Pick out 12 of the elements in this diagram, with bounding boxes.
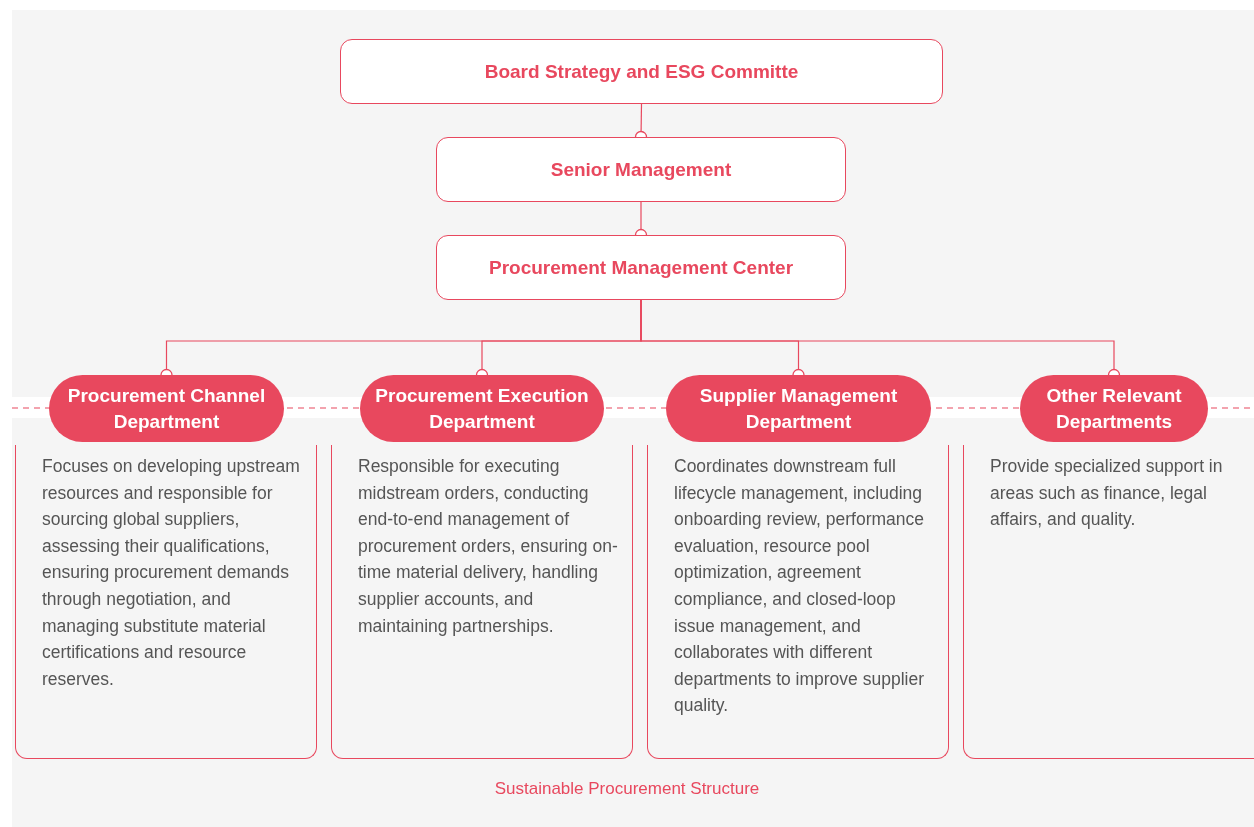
org-box: Procurement Management Center	[436, 235, 846, 300]
description-panel: Provide specialized support in areas such as finance, legal affairs, and quality.	[963, 445, 1254, 759]
description-panel: Coordinates downstream full lifecycle management, including onboarding review, performance evaluation, resource pool optimization, agreement compliance, and closed-loop issue management, and collaborates with different departments to improve supplier quality.	[647, 445, 949, 759]
department-pill: Other Relevant Departments	[1020, 375, 1208, 442]
description-panel: Focuses on developing upstream resources and responsible for sourcing global suppliers, assessing their qualifications, ensuring procurement demands through negotiation, and managing substitute material certifications and resource reserves.	[15, 445, 317, 759]
department-pill: Procurement Channel Department	[49, 375, 284, 442]
department-pill: Procurement Execution Department	[360, 375, 604, 442]
org-box: Senior Management	[436, 137, 846, 202]
org-box: Board Strategy and ESG Committe	[340, 39, 943, 104]
caption: Sustainable Procurement Structure	[494, 779, 760, 798]
department-pill: Supplier Management Department	[666, 375, 931, 442]
description-panel: Responsible for executing midstream orders, conducting end-to-end management of procurement orders, ensuring on-time material delivery, handling supplier accounts, and maintaining partnerships.	[331, 445, 633, 759]
